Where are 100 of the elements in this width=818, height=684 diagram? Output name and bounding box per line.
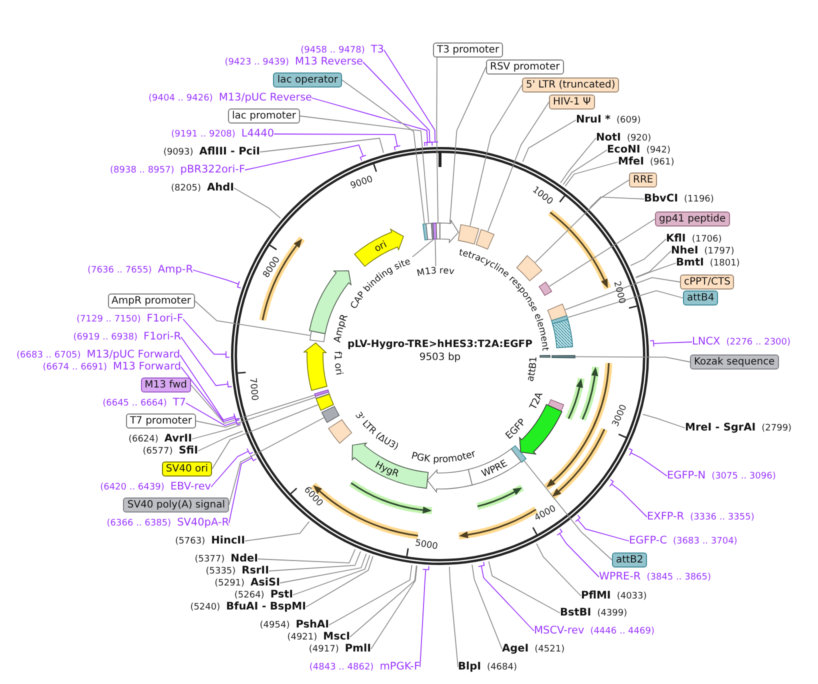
restriction-site-label: NruI * [576, 114, 610, 126]
leader-line [196, 396, 316, 428]
leader-line [186, 402, 242, 426]
leader-line [292, 554, 370, 596]
leader-line [180, 366, 240, 422]
feature-tag: M13 fwd [140, 378, 191, 392]
leader-line [198, 430, 244, 452]
feature-tag: gp41 peptide [655, 212, 730, 226]
position-label: (920) [626, 132, 652, 144]
leader-line [478, 562, 534, 632]
leader-line [190, 384, 315, 424]
feature-box [314, 389, 330, 397]
leader-line [434, 239, 436, 267]
position-label: (5335) [206, 566, 236, 578]
restriction-site-label: PstI [270, 588, 293, 600]
restriction-site-label: KflI [666, 232, 686, 244]
position-label: (6674 .. 6691) [42, 362, 108, 374]
restriction-site-label: NdeI [230, 552, 258, 564]
primer-label: LNCX [692, 336, 720, 348]
leader-line [560, 138, 596, 184]
leader-line [312, 98, 431, 146]
primer-label: L4440 [241, 128, 274, 140]
leader-line [524, 460, 612, 560]
primer-label: M13/pUC Forward [86, 348, 180, 360]
leader-line [350, 565, 417, 638]
leader-line [488, 560, 560, 614]
primer-label: MSCV-rev [534, 624, 584, 636]
tick-label: 7000 [247, 377, 260, 402]
restriction-site-label: AvrII [164, 432, 192, 444]
restriction-site-label: AhdI [206, 182, 234, 194]
feature-tag: 5' LTR (truncated) [522, 78, 620, 92]
feature-box [316, 394, 334, 411]
restriction-site-label: BmtI [676, 256, 704, 268]
restriction-site-label: AflIII - PciI [199, 146, 260, 158]
feature-tag: RSV promoter [486, 60, 564, 74]
position-label: (6645 .. 6664) [102, 398, 167, 410]
position-label: (2276 .. 2300) [726, 336, 791, 348]
primer-label: EBV-rev [170, 480, 211, 492]
leader-line [300, 116, 430, 224]
position-label: (4921) [287, 632, 318, 644]
restriction-site-label: SfiI [178, 444, 198, 456]
primer-label: Amp-R [158, 264, 193, 276]
feature-box [458, 224, 480, 245]
restriction-site-label: AgeI [502, 642, 529, 654]
feature-tag: HIV-1 Ψ [549, 94, 595, 110]
leader-line [635, 250, 672, 278]
position-label: (1801) [710, 258, 740, 270]
leader-line [556, 528, 600, 578]
primer-label: T3 [370, 44, 384, 56]
position-label: (4843 .. 4862) [309, 662, 374, 674]
leader-line [412, 239, 434, 258]
position-label: (6624) [128, 434, 158, 446]
leader-line [194, 300, 310, 336]
leader-line [244, 144, 366, 170]
leader-line [567, 290, 684, 318]
position-label: (961) [650, 156, 674, 168]
feature-segment [440, 220, 459, 243]
restriction-site-label: BbvCI [644, 192, 678, 204]
restriction-site-label: MfeI [618, 156, 644, 168]
leader-line [210, 448, 254, 488]
position-label: (1706) [692, 234, 722, 246]
feature-tag: RRE [629, 172, 658, 188]
feature-tag: SV40 ori [162, 462, 212, 476]
restriction-site-label: BfuAI - BspMI [226, 600, 306, 612]
position-label: (5291) [214, 578, 245, 590]
leader-line [575, 356, 690, 362]
primer-label: F1ori-F [146, 312, 183, 324]
position-label: (6577) [142, 446, 173, 458]
feature-label: M13 rev [416, 266, 455, 280]
leader-line [384, 50, 438, 146]
leader-line [228, 417, 324, 506]
leader-line [180, 336, 232, 388]
position-label: (3845 .. 3865) [646, 572, 712, 584]
feature-label: T2A [528, 390, 546, 412]
leader-line [470, 84, 522, 226]
feature-box [476, 229, 494, 250]
feature-label: f1 ori [332, 350, 344, 376]
tick-label: 2000 [611, 280, 627, 305]
position-label: (9458 .. 9478) [300, 44, 365, 56]
feature-box [310, 330, 326, 342]
position-label: (609) [616, 114, 641, 126]
position-label: (3336 .. 3355) [690, 512, 754, 524]
primer-label: M13 Reverse [295, 56, 363, 68]
primer-label: EGFP-C [629, 534, 668, 546]
leader-line [575, 514, 630, 542]
primer-label: M13/pUC Reverse [218, 92, 312, 104]
leader-line [609, 479, 648, 518]
leader-line [260, 138, 384, 154]
feature-tag: cPPT/CTS [680, 274, 734, 290]
leader-line [258, 548, 356, 564]
leader-line [487, 102, 550, 232]
position-label: (4917) [308, 644, 339, 656]
position-label: (942) [646, 144, 671, 156]
position-label: (5240) [190, 602, 220, 614]
leader-line [228, 454, 257, 524]
primer-label: T7 [172, 396, 186, 408]
tick-label: 3000 [610, 403, 630, 428]
feature-box [321, 406, 340, 423]
position-label: (9191 .. 9208) [171, 128, 236, 140]
feature-tag: attB2 [612, 552, 648, 568]
